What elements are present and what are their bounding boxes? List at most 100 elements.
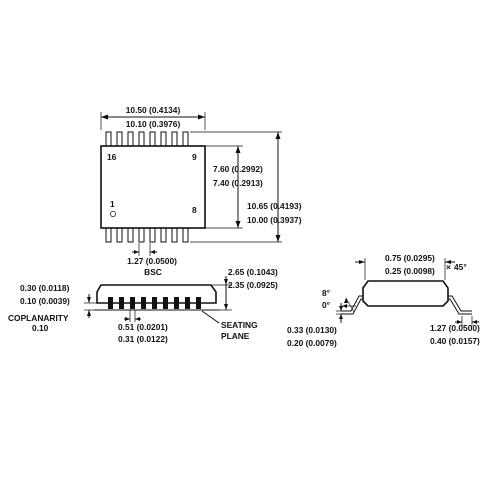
width-min-label: 10.10 (0.3976) [126,119,181,129]
top-pin-row [105,131,189,147]
pin-top [182,131,189,147]
lead [152,297,157,309]
foot-length-dimension: 1.27 (0.0500) 0.40 (0.0157) [430,316,480,346]
angle-max-label: 8° [322,288,330,298]
overall-max-label: 10.65 (0.4193) [247,201,302,211]
standoff-dimension: 0.30 (0.0118) 0.10 (0.0039) COPLANARITY … [8,283,97,333]
arrowhead [87,310,91,316]
height-min-label: 2.35 (0.0925) [228,280,278,290]
body-width-min-label: 7.40 (0.2913) [213,178,263,188]
lead [163,297,168,309]
arrowhead [339,306,343,311]
arrowhead [472,320,477,324]
pin-bottom [160,227,167,243]
width-max-label: 10.50 (0.4134) [126,105,181,115]
seating-plane-leader [201,310,220,324]
chamfer-times-label: × [446,262,451,272]
side-lead-row [108,297,201,309]
arrowhead [224,279,228,285]
coplanarity-label: COPLANARITY [8,313,69,323]
standoff-max-label: 0.30 (0.0118) [20,283,70,293]
chamfer-min-label: 0.25 (0.0098) [385,266,435,276]
arrowhead [87,297,91,303]
foot-min-label: 0.40 (0.0157) [430,336,480,346]
arrowhead [125,317,130,321]
chamfer-angle-label: 45° [454,262,467,272]
pin-bottom [149,227,156,243]
arrowhead [339,314,343,319]
chamfer-dimension: 0.75 (0.0295) 0.25 (0.0098) × 45° [355,253,467,280]
thickness-max-label: 0.33 (0.0130) [287,325,337,335]
pin-top [116,131,123,147]
lead-width-min-label: 0.31 (0.0122) [118,334,168,344]
pitch-bsc-label: BSC [144,267,162,277]
arrowhead [150,250,155,254]
pitch-label: 1.27 (0.0500) [127,256,177,266]
pin-top [105,131,112,147]
arrowhead [235,221,241,228]
coplanarity-value: 0.10 [32,323,49,333]
package-body-top [100,145,206,229]
arrowhead [235,146,241,153]
arrowhead [445,260,451,264]
bottom-pin-row [105,227,189,243]
lead [108,297,113,309]
height-dimension: 2.65 (0.1043) 2.35 (0.0925) [212,267,278,311]
pin-bottom [138,227,145,243]
width-dimension: 10.50 (0.4134) 10.10 (0.3976) [100,105,206,130]
lead-angle-dimension: 8° 0° [322,288,356,313]
pin-8-label: 8 [192,205,197,215]
pin-bottom [171,227,178,243]
arrowhead [101,114,108,120]
height-max-label: 2.65 (0.1043) [228,267,278,277]
standoff-min-label: 0.10 (0.0039) [20,296,70,306]
pin-1-label: 1 [110,199,115,209]
lead-width-dimension: 0.51 (0.0201) 0.31 (0.0122) [118,310,168,344]
pin-top [171,131,178,147]
arrowhead [344,298,348,303]
pin-1-indicator-icon [110,211,116,217]
side-view: 0.30 (0.0118) 0.10 (0.0039) COPLANARITY … [8,267,278,344]
top-view: 16 9 1 8 10.50 (0.4134) 10.10 (0.3976) 7… [100,105,302,277]
pitch-dimension: 1.27 (0.0500) BSC [127,243,177,277]
lead [174,297,179,309]
arrowhead [359,260,365,264]
lead [196,297,201,309]
pin-bottom [105,227,112,243]
thickness-dimension: 0.33 (0.0130) 0.20 (0.0079) [287,303,348,348]
pin-9-label: 9 [192,152,197,162]
pin-top [138,131,145,147]
arrowhead [198,114,205,120]
arrowhead [135,317,140,321]
pin-16-label: 16 [107,152,117,162]
angle-min-label: 0° [322,300,330,310]
end-view: 0.75 (0.0295) 0.25 (0.0098) × 45° 8° 0° … [287,253,480,348]
seating-label: SEATING [221,320,258,330]
arrowhead [224,304,228,310]
foot-max-label: 1.27 (0.0500) [430,323,480,333]
pin-top [160,131,167,147]
arrowhead [342,304,347,308]
arrowhead [275,132,281,139]
lead-width-max-label: 0.51 (0.0201) [118,322,168,332]
body-width-max-label: 7.60 (0.2992) [213,164,263,174]
arrowhead [457,320,462,324]
package-body-end [362,280,449,307]
pin-bottom [127,227,134,243]
arrowhead [275,235,281,242]
pin-bottom [182,227,189,243]
lead [141,297,146,309]
pin-bottom [116,227,123,243]
chamfer-max-label: 0.75 (0.0295) [385,253,435,263]
right-lead [448,295,472,312]
lead [130,297,135,309]
lead [185,297,190,309]
lead [119,297,124,309]
arrowhead [134,250,139,254]
pin-top [149,131,156,147]
overall-width-dimension: 10.65 (0.4193) 10.00 (0.3937) [190,131,302,243]
pin-top [127,131,134,147]
plane-label: PLANE [221,331,250,341]
thickness-min-label: 0.20 (0.0079) [287,338,337,348]
